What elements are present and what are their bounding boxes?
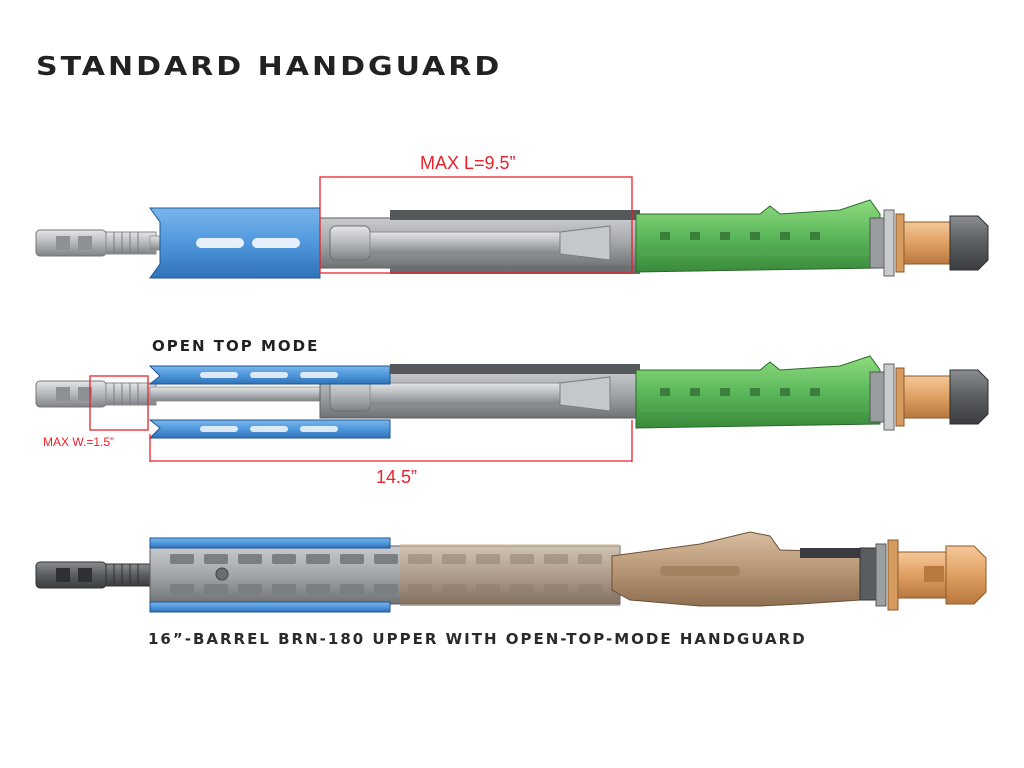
rifle-standard-handguard — [35, 176, 989, 279]
muzzle-brake-2 — [35, 380, 157, 408]
length-14-label: 14.5” — [376, 467, 418, 487]
rifle-open-top-mode — [35, 355, 989, 462]
page-title: STANDARD HANDGUARD — [36, 52, 503, 82]
open-top-mode-label: OPEN TOP MODE — [152, 337, 320, 355]
bottom-caption: 16”-BARREL BRN-180 UPPER WITH OPEN-TOP-M… — [148, 630, 807, 648]
rifle-brn180-upper — [35, 531, 987, 613]
muzzle-brake — [35, 229, 157, 257]
muzzle-brake-3 — [35, 561, 155, 589]
max-length-label: MAX L=9.5” — [420, 153, 516, 173]
max-width-label: MAX W.=1.5” — [43, 435, 115, 449]
